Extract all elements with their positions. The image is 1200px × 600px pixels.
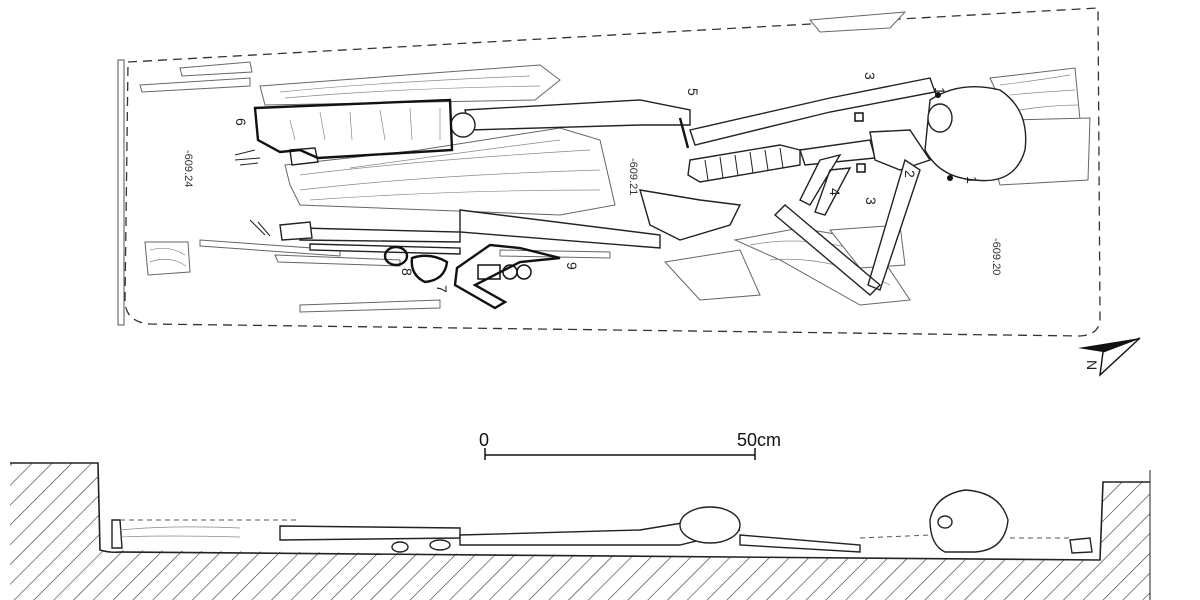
- find-6-object: [253, 98, 454, 160]
- femur-right: [464, 99, 691, 131]
- section-spine: [739, 534, 861, 553]
- find-label: 7: [434, 285, 450, 293]
- elevation-label: -609.24: [182, 150, 194, 187]
- section-view: [10, 462, 1151, 600]
- coffin-end-board: [117, 59, 125, 326]
- find-number-labels: 6 5 3 1 2 1 4 3 9 7 8: [233, 72, 980, 293]
- pelvis: [639, 189, 742, 241]
- grave-goods: [253, 92, 953, 310]
- section-leg-bones: [279, 525, 461, 541]
- find-label: 4: [827, 188, 843, 196]
- skeleton-plan: [234, 77, 1027, 296]
- find-label: 3: [862, 72, 878, 80]
- elevation-label: -609.20: [990, 238, 1002, 275]
- find-7-vessel: [410, 254, 449, 284]
- find-8-ring: [383, 245, 409, 267]
- skull: [924, 85, 1027, 182]
- find-label: 9: [564, 262, 580, 270]
- find-label: 6: [233, 118, 249, 126]
- find-5: [678, 117, 690, 149]
- scale-start-label: 0: [479, 430, 489, 450]
- north-arrow-icon: N: [1078, 337, 1141, 377]
- tibia-fibula: [299, 227, 461, 255]
- section-skull: [929, 489, 1009, 553]
- find-label: 5: [685, 88, 701, 96]
- section-femur: [459, 519, 741, 546]
- scale-end-label: 50cm: [737, 430, 781, 450]
- find-label: 2: [902, 170, 918, 178]
- find-label: 3: [863, 197, 879, 205]
- find-label: 8: [399, 268, 415, 276]
- scale-bar: 0 50cm: [479, 430, 781, 460]
- find-9-object: [453, 243, 561, 310]
- femur-left: [459, 209, 661, 249]
- vertebral-column: [687, 144, 801, 183]
- humerus-radius: [689, 77, 936, 146]
- grave-outline: [124, 7, 1101, 337]
- find-label: 1: [964, 176, 980, 184]
- elevation-label: -609.21: [627, 158, 639, 195]
- elevation-labels: -609.24 -609.21 -609.20: [182, 150, 1002, 275]
- plan-view: -609.24 -609.21 -609.20 6 5 3 1 2 1 4 3 …: [117, 7, 1141, 377]
- north-label: N: [1084, 360, 1100, 370]
- find-label: 1: [932, 87, 948, 95]
- section-pelvis: [679, 506, 741, 544]
- arm-bones-left: [773, 158, 921, 296]
